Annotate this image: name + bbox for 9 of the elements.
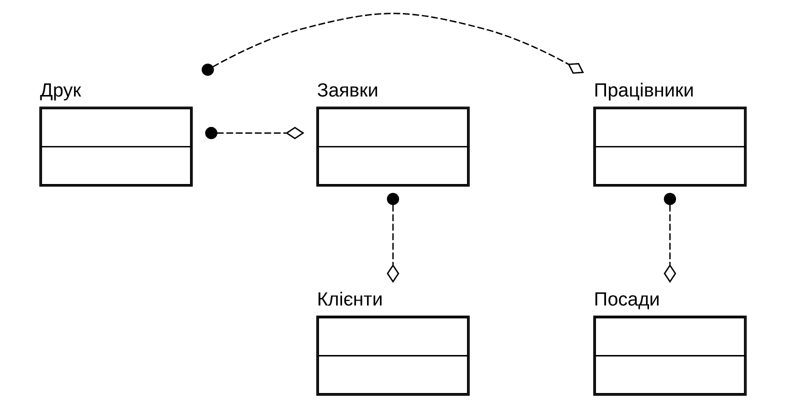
connector	[386, 192, 399, 283]
node-label: Заявки	[316, 80, 378, 102]
connector	[204, 126, 304, 140]
node-label: Клієнти	[316, 290, 382, 311]
connector	[663, 192, 676, 283]
node-label: Посади	[593, 290, 660, 311]
node-label: Друк	[40, 80, 81, 102]
connector	[201, 12, 584, 76]
node-label: Працівники	[593, 80, 694, 102]
